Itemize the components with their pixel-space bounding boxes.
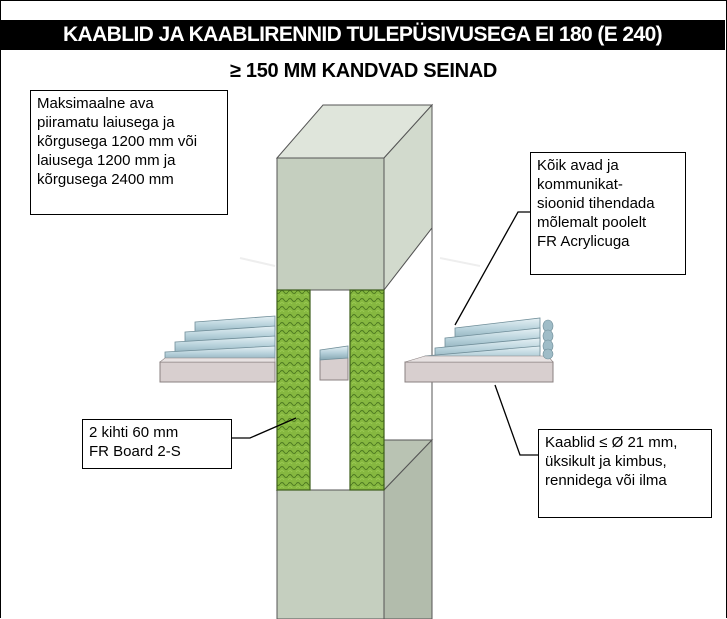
callout-max-opening-line: laiusega 1200 mm ja xyxy=(37,152,176,169)
middle-cable-tray xyxy=(319,345,349,381)
callout-max-opening-line: kõrgusega 1200 mm või xyxy=(37,133,198,150)
page-subtitle: ≥ 150 MM KANDVAD SEINAD xyxy=(229,60,498,82)
callout-max-opening-line: Maksimaalne ava xyxy=(37,95,154,112)
callout-cables-line: rennidega või ilma xyxy=(545,472,667,489)
callout-max-opening-line: kõrgusega 2400 mm xyxy=(37,171,174,188)
callout-max-opening-line: piiramatu laiusega ja xyxy=(37,114,175,131)
callout-sealing-line: FR Acrylicuga xyxy=(537,233,630,250)
page-title: KAABLID JA KAABLIRENNID TULEPÜSIVUSEGA E… xyxy=(0,20,725,50)
opening-jambs xyxy=(309,289,351,491)
leader-board xyxy=(232,417,297,439)
callout-sealing-line: sioonid tihendada xyxy=(537,195,655,212)
right-cable-tray xyxy=(404,317,554,383)
callout-sealing-line: Kõik avad ja xyxy=(537,157,619,174)
leader-lines xyxy=(232,211,538,456)
callout-board-line: 2 kihti 60 mm xyxy=(89,424,179,441)
callout-board-line: FR Board 2-S xyxy=(89,443,181,460)
left-cable-tray xyxy=(159,315,276,383)
callout-board: 2 kihti 60 mm FR Board 2-S xyxy=(82,419,232,469)
callout-max-opening: Maksimaalne ava piiramatu laiusega ja kõ… xyxy=(30,90,228,215)
upper-wall-block xyxy=(275,103,434,292)
leader-cables xyxy=(494,384,538,456)
callout-cables-line: Kaablid ≤ Ø 21 mm, xyxy=(545,434,678,451)
background-haze xyxy=(239,257,481,267)
callout-sealing: Kõik avad ja kommunikat- sioonid tihenda… xyxy=(530,152,686,275)
leader-sealing xyxy=(454,211,530,326)
fire-board-left xyxy=(276,289,311,491)
callout-sealing-line: mõlemalt poolelt xyxy=(537,214,647,231)
callout-cables-line: üksikult ja kimbus, xyxy=(545,453,667,470)
callout-cables: Kaablid ≤ Ø 21 mm, üksikult ja kimbus, r… xyxy=(538,429,712,518)
fire-board-right xyxy=(349,289,385,491)
callout-sealing-line: kommunikat- xyxy=(537,176,623,193)
